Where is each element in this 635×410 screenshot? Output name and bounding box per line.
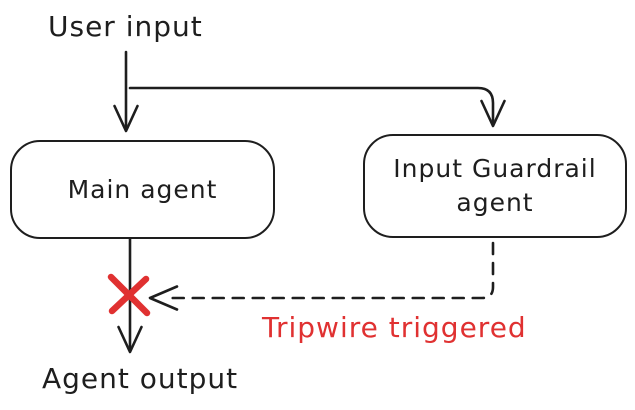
node-main-agent-label: Main agent <box>67 174 218 204</box>
node-input-guardrail-agent-label: Input Guardrail agent <box>393 154 597 217</box>
node-input-guardrail-agent: Input Guardrail agent <box>363 134 627 238</box>
arrow-user-input-to-guardrail-agent <box>128 86 506 128</box>
arrow-guardrail-tripwire-dashed <box>148 241 495 311</box>
label-agent-output: Agent output <box>42 362 239 395</box>
tripwire-x-icon <box>107 273 151 317</box>
label-tripwire-triggered: Tripwire triggered <box>262 311 527 344</box>
arrow-user-input-to-main-agent <box>113 50 139 133</box>
label-user-input: User input <box>48 10 203 43</box>
node-main-agent: Main agent <box>10 140 275 239</box>
